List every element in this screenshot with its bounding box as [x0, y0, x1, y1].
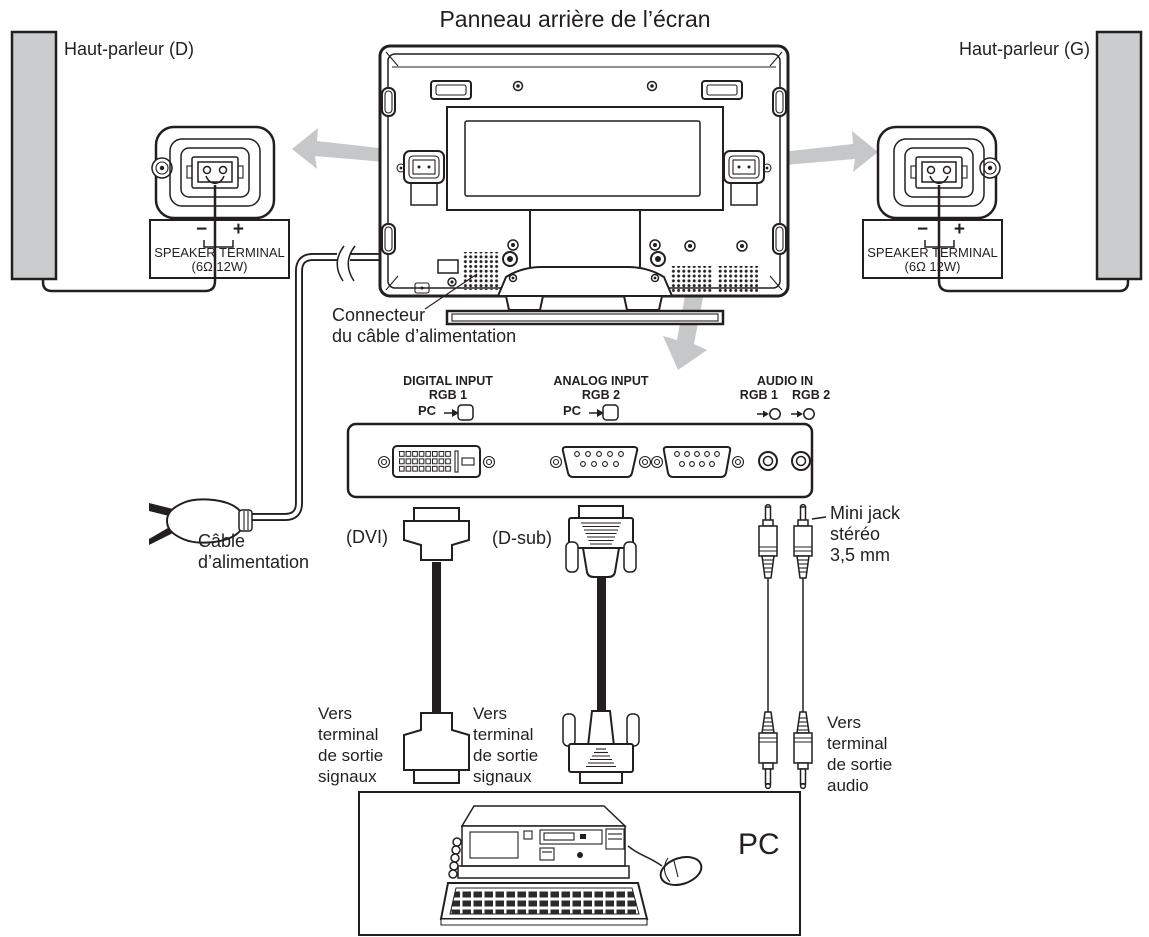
dsub-destination-label: Vers terminal de sortie signaux: [473, 704, 539, 786]
pc-illustration: [439, 805, 703, 926]
down-direction-arrow-icon: [663, 290, 707, 370]
right-speaker-label: Haut-parleur (G): [958, 39, 1090, 59]
audio-input-icon-rgb1: [757, 408, 781, 420]
monitor-handle-left: [430, 80, 472, 100]
left-speaker: [10, 30, 58, 281]
monitor-handle-right: [701, 80, 743, 100]
audio-cable-right: [793, 503, 813, 790]
digital-pc-label: PC: [418, 403, 437, 418]
power-connector-label: Connecteur du câble d’alimentation: [332, 305, 517, 346]
dsub-cable: [562, 505, 640, 784]
analog-pc-label: PC: [563, 403, 582, 418]
dvi-cable: [403, 507, 470, 784]
monitor-speaker-terminal-right: [723, 150, 772, 206]
right-speaker-terminal: [876, 125, 1001, 220]
audio-destination-label: Vers terminal de sortie audio: [827, 713, 893, 795]
dsub9-port: [650, 446, 745, 478]
monitor-speaker-terminal-left: [396, 150, 445, 206]
monitor-stand: [496, 209, 674, 311]
right-terminal-polarity: − +: [917, 219, 965, 241]
digital-input-sub: RGB 1: [428, 388, 468, 402]
minus-sign: −: [196, 219, 208, 240]
left-speaker-label: Haut-parleur (D): [64, 39, 195, 59]
pc-input-icon-analog: [589, 404, 619, 421]
audio-input-icon-rgb2: [791, 408, 815, 420]
mouse-icon: [627, 845, 703, 886]
plus-sign: +: [953, 219, 965, 240]
screws-top: [512, 80, 658, 92]
left-terminal-name: SPEAKER TERMINAL: [154, 245, 285, 260]
vent-grilles: [463, 252, 758, 292]
power-cable-label: Câble d’alimentation: [198, 531, 310, 572]
right-speaker-wire: [937, 185, 1130, 293]
analog-input-sub: RGB 2: [581, 388, 621, 402]
audio-jack-rgb2: [791, 451, 811, 471]
dsub-plug-label: (D-sub): [492, 528, 553, 548]
left-speaker-wire: [41, 185, 217, 293]
power-plug-icon: [149, 498, 253, 545]
right-terminal-name: SPEAKER TERMINAL: [867, 245, 998, 260]
audio-in-title: AUDIO IN: [756, 374, 814, 388]
plus-sign: +: [232, 219, 244, 240]
minijack-pointer-line: [811, 516, 827, 520]
power-connector-pointer-line: [424, 273, 478, 310]
screws-bottom: [447, 239, 748, 287]
left-direction-arrow-icon: [292, 128, 397, 169]
dvi-port: [377, 445, 496, 478]
pc-box-label: PC: [738, 828, 780, 861]
dvi-destination-label: Vers terminal de sortie signaux: [318, 704, 384, 786]
pc-input-icon-digital: [444, 404, 474, 421]
analog-input-title: ANALOG INPUT: [553, 374, 649, 388]
minus-sign: −: [917, 219, 929, 240]
audio-in-sub: RGB 1 RGB 2: [710, 388, 860, 402]
left-speaker-terminal-box: [149, 219, 290, 279]
connector-panel: [346, 422, 814, 499]
digital-input-title: DIGITAL INPUT: [403, 374, 493, 388]
right-speaker-terminal-box: [862, 219, 1003, 279]
right-speaker: [1095, 30, 1143, 281]
audio-rgb1-label: RGB 1: [739, 388, 778, 402]
monitor-rear-panel: [378, 44, 790, 311]
audio-cable-left: [758, 503, 778, 790]
left-terminal-polarity: − +: [196, 219, 244, 241]
diagram-title: Panneau arrière de l’écran: [439, 6, 711, 32]
monitor-base-bar: [445, 309, 725, 326]
side-latches: [381, 87, 787, 255]
minijack-plug-label: Mini jack stéréo 3,5 mm: [830, 503, 901, 565]
dvi-plug-label: (DVI): [346, 527, 388, 547]
left-speaker-terminal: [151, 125, 276, 220]
right-terminal-spec: (6Ω 12W): [904, 259, 961, 274]
keyboard-icon: [439, 882, 649, 926]
right-direction-arrow-icon: [773, 131, 878, 172]
vga-port: [549, 446, 652, 478]
audio-rgb2-label: RGB 2: [792, 388, 831, 402]
audio-jack-rgb1: [758, 451, 778, 471]
coiled-cable-icon: [448, 837, 462, 879]
left-terminal-spec: (6Ω 12W): [191, 259, 248, 274]
